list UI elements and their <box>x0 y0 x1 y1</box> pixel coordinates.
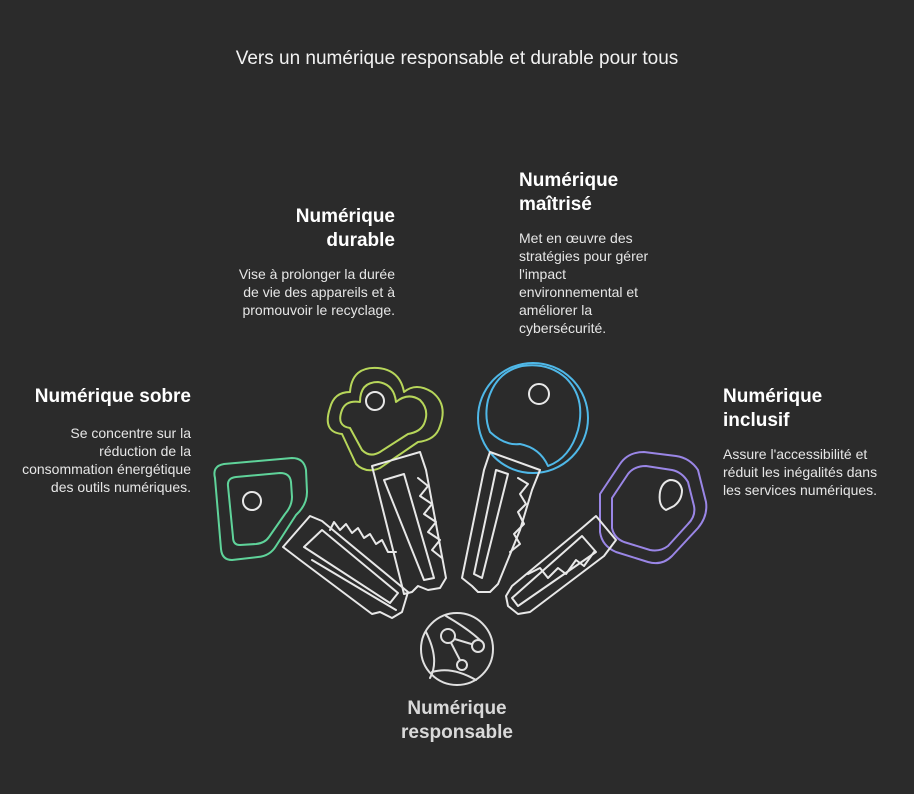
desc-sobre: Se concentre sur la réduction de la cons… <box>22 425 191 495</box>
square-key-icon <box>213 457 409 619</box>
heading-durable: Numérique durable <box>295 206 395 251</box>
heading-inclusif: Numérique inclusif <box>723 386 823 431</box>
round-key-icon <box>461 362 589 593</box>
desc-maitrise: Met en œuvre des stratégies pour gérer l… <box>519 230 649 336</box>
hexagon-key-icon <box>505 451 708 615</box>
cloud-key-icon <box>326 366 447 595</box>
center-label: Numérique responsable <box>401 698 513 743</box>
desc-durable: Vise à prolonger la durée de vie des app… <box>238 266 395 318</box>
globe-icon <box>420 612 494 686</box>
diagram-title: Vers un numérique responsable et durable… <box>235 48 679 69</box>
desc-inclusif: Assure l'accessibilité et réduit les iné… <box>723 446 878 498</box>
heading-maitrise: Numérique maîtrisé <box>519 170 619 215</box>
heading-sobre: Numérique sobre <box>34 386 191 407</box>
